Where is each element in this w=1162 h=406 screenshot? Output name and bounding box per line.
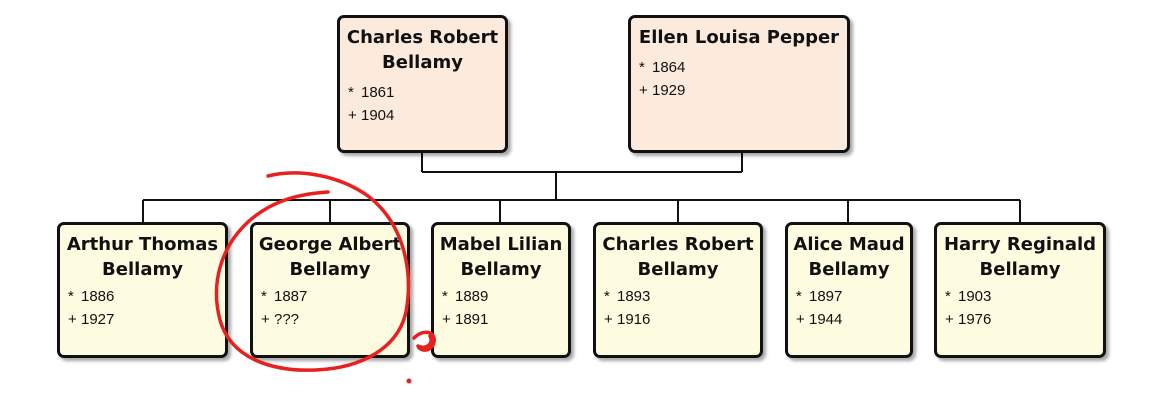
- death-year: +1929: [639, 82, 686, 99]
- person-name: Ellen Louisa Pepper: [638, 27, 840, 48]
- birth-year: *1864: [639, 59, 686, 76]
- death-year: +1891: [442, 311, 489, 328]
- birth-year: *1886: [68, 288, 115, 305]
- person-card-child-5[interactable]: Alice Maud Bellamy *1897 +1944: [785, 222, 913, 358]
- person-card-child-4[interactable]: Charles Robert Bellamy *1893 +1916: [593, 222, 763, 358]
- person-card-child-2[interactable]: George Albert Bellamy *1887 +???: [250, 222, 410, 358]
- person-card-child-1[interactable]: Arthur Thomas Bellamy *1886 +1927: [57, 222, 228, 358]
- birth-year: *1903: [945, 288, 992, 305]
- death-year: +1904: [348, 107, 395, 124]
- death-year: +1927: [68, 311, 115, 328]
- person-name: Alice Maud Bellamy: [793, 234, 905, 280]
- birth-year: *1889: [442, 288, 489, 305]
- person-name: Arthur Thomas Bellamy: [66, 234, 219, 280]
- death-year: +1916: [604, 311, 651, 328]
- death-year: +1976: [945, 311, 992, 328]
- person-card-mother[interactable]: Ellen Louisa Pepper *1864 +1929: [628, 15, 850, 153]
- person-name: Charles Robert Bellamy: [602, 234, 754, 280]
- person-card-child-6[interactable]: Harry Reginald Bellamy *1903 +1976: [934, 222, 1106, 358]
- birth-year: *1887: [261, 288, 308, 305]
- birth-year: *1893: [604, 288, 651, 305]
- death-year: +1944: [796, 311, 843, 328]
- death-year: +???: [261, 311, 300, 328]
- birth-year: *1897: [796, 288, 843, 305]
- person-name: George Albert Bellamy: [258, 234, 402, 280]
- birth-year: *1861: [348, 84, 395, 101]
- person-name: Charles Robert Bellamy: [346, 27, 499, 73]
- person-name: Mabel Lilian Bellamy: [439, 234, 563, 280]
- person-card-father[interactable]: Charles Robert Bellamy *1861 +1904: [337, 15, 508, 153]
- person-card-child-3[interactable]: Mabel Lilian Bellamy *1889 +1891: [431, 222, 571, 358]
- person-name: Harry Reginald Bellamy: [943, 234, 1097, 280]
